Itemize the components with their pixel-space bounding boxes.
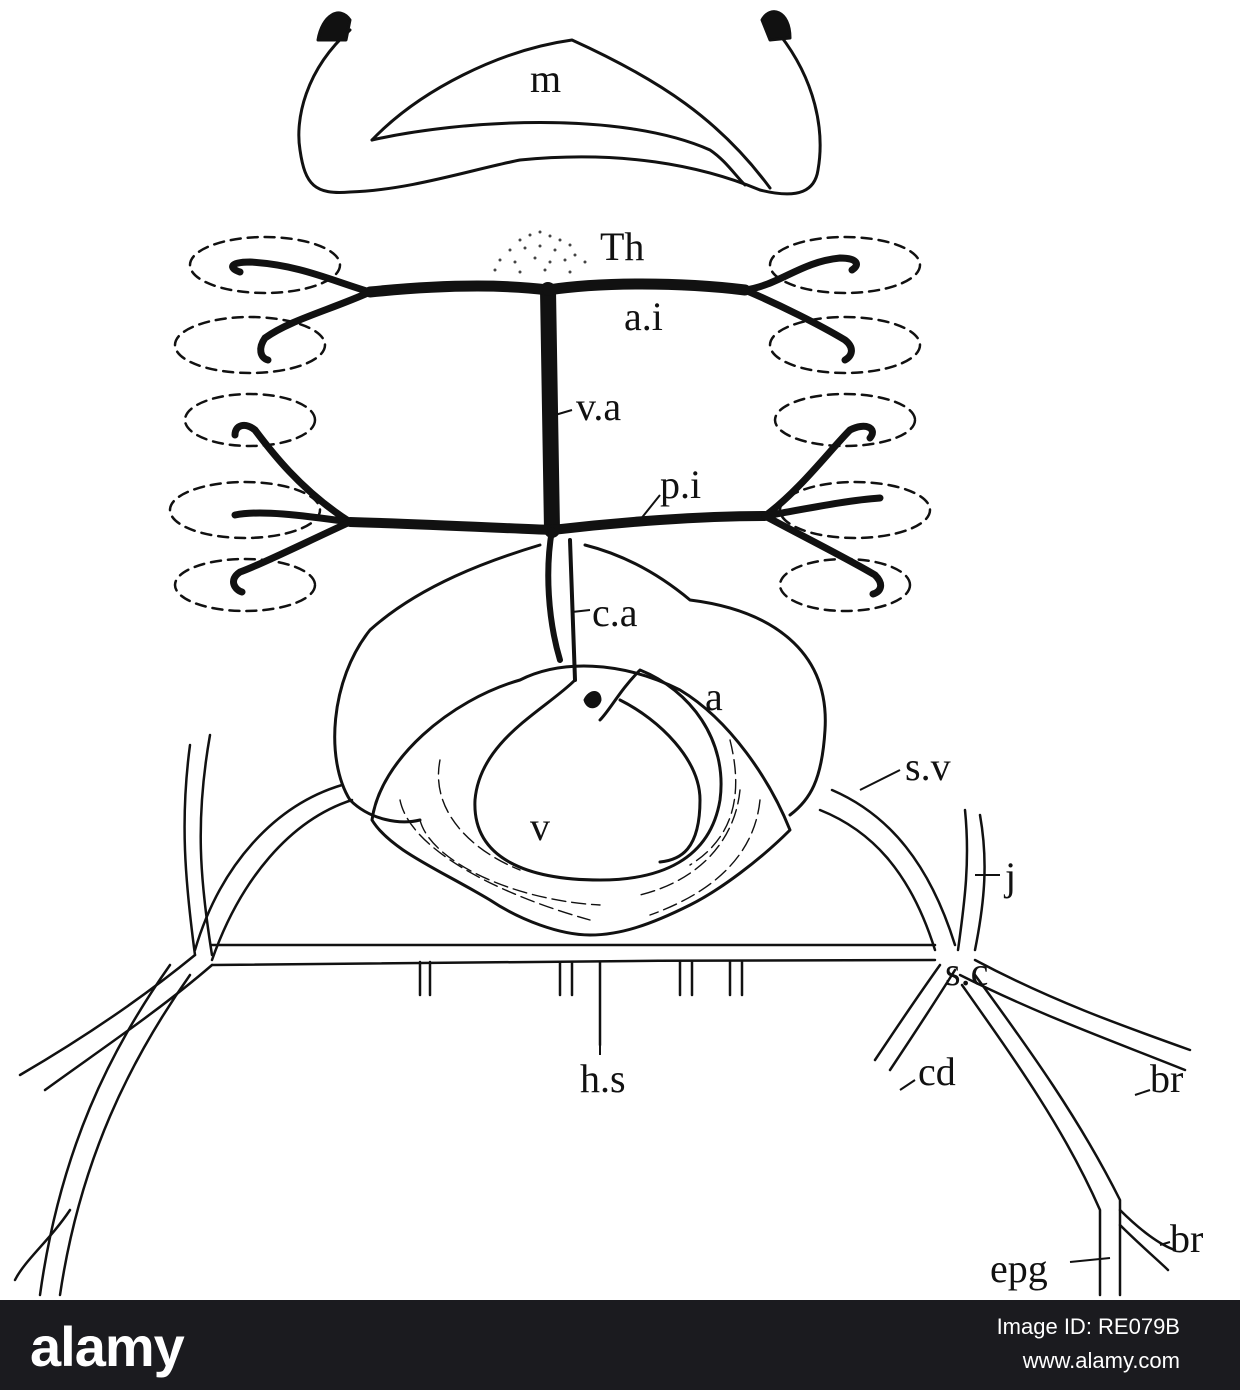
label-m: m — [530, 56, 561, 101]
ventricle-striations — [399, 739, 761, 921]
label-sv: s.v — [905, 744, 951, 789]
anterior-trunk-left — [364, 280, 554, 298]
gill-ellipses — [168, 235, 932, 613]
left-vein-upper-a — [199, 733, 214, 957]
arch-3-left — [231, 421, 354, 526]
thyroid-stipple — [493, 230, 587, 274]
sinus-venosus-right-outer — [818, 808, 937, 952]
jugular-b — [973, 813, 986, 952]
left-vein-down-a — [58, 973, 192, 1297]
label-v: v — [530, 804, 550, 849]
label-pi: p.i — [660, 462, 701, 507]
label-ca: c.a — [592, 590, 638, 635]
arch-2-right — [741, 286, 855, 364]
mouth-lip — [370, 121, 747, 187]
subclavian-to-br-a — [973, 958, 1192, 1052]
diagram-canvas: m Th a.i v.a p.i c.a a v s.v j s.c h.s b… — [13, 10, 1204, 1297]
label-br-lower: br — [1170, 1216, 1203, 1261]
br-twig-b — [1118, 1223, 1170, 1272]
watermark-bar: alamy Image ID: RE079B www.alamy.com — [0, 1300, 1240, 1390]
watermark-url: www.alamy.com — [1022, 1348, 1180, 1373]
ventricle-shell — [370, 664, 792, 937]
left-vein-down-b — [38, 963, 172, 1297]
jugular-a — [956, 808, 969, 952]
sinus-venosus-left-inner — [193, 783, 344, 952]
left-vein-lower-b — [18, 953, 197, 1077]
cardinal-b — [873, 963, 942, 1062]
anterior-trunk-right — [542, 278, 751, 296]
sinus-venosus-left-outer — [210, 798, 354, 962]
atrium-outline — [333, 543, 827, 824]
ventricle-inner-2 — [618, 698, 702, 864]
cardinal-a — [888, 968, 957, 1072]
conus-arteriosus-right — [568, 538, 577, 682]
arch-2-left — [257, 288, 374, 364]
label-a: a — [705, 674, 723, 719]
left-vein-upper-b — [183, 743, 197, 957]
ventricle-inner — [473, 668, 723, 882]
label-hs: h.s — [580, 1056, 626, 1101]
abdominal-b — [960, 983, 1102, 1297]
label-ai: a.i — [624, 294, 663, 339]
watermark-image-id: Image ID: RE079B — [996, 1314, 1180, 1339]
heart-diagram: m Th a.i v.a p.i c.a a v s.v j s.c h.s b… — [13, 10, 1203, 1297]
ventral-aorta — [540, 282, 560, 538]
conus-arteriosus-left — [545, 527, 563, 663]
arch-1-right — [741, 254, 860, 294]
posterior-trunk-left — [345, 517, 557, 535]
label-va: v.a — [576, 384, 621, 429]
valve-mark — [583, 691, 602, 709]
mouth-tip-left — [316, 11, 352, 42]
mouth-inner — [370, 38, 772, 190]
arch-1-left — [229, 258, 374, 296]
label-br-upper: br — [1150, 1056, 1183, 1101]
sinus-venosus-right-inner — [830, 788, 957, 947]
arch-4-left — [231, 509, 354, 526]
hepatic-branches — [418, 960, 744, 1047]
subclavian-to-br-b — [958, 973, 1187, 1072]
arch-3-right — [761, 422, 876, 520]
mouth-outline — [297, 28, 822, 196]
label-j: j — [1003, 854, 1016, 899]
arch-5-right — [761, 512, 885, 598]
watermark-logo: alamy — [30, 1315, 185, 1378]
label-epg: epg — [990, 1246, 1048, 1291]
label-th: Th — [600, 224, 644, 269]
label-sc: s.c — [945, 949, 988, 994]
abdominal-a — [973, 973, 1122, 1297]
hepatic-sinus-bottom — [210, 958, 937, 967]
left-vein-twig — [13, 1208, 72, 1282]
diagram-labels: m Th a.i v.a p.i c.a a v s.v j s.c h.s b… — [530, 56, 1203, 1291]
posterior-trunk-right — [547, 511, 770, 535]
arch-4-right — [761, 494, 884, 520]
br-twig-a — [1118, 1208, 1177, 1252]
label-cd: cd — [918, 1049, 956, 1094]
arch-5-left — [230, 518, 354, 596]
label-leaders — [554, 409, 1171, 1263]
mouth-tip-right — [760, 10, 792, 42]
